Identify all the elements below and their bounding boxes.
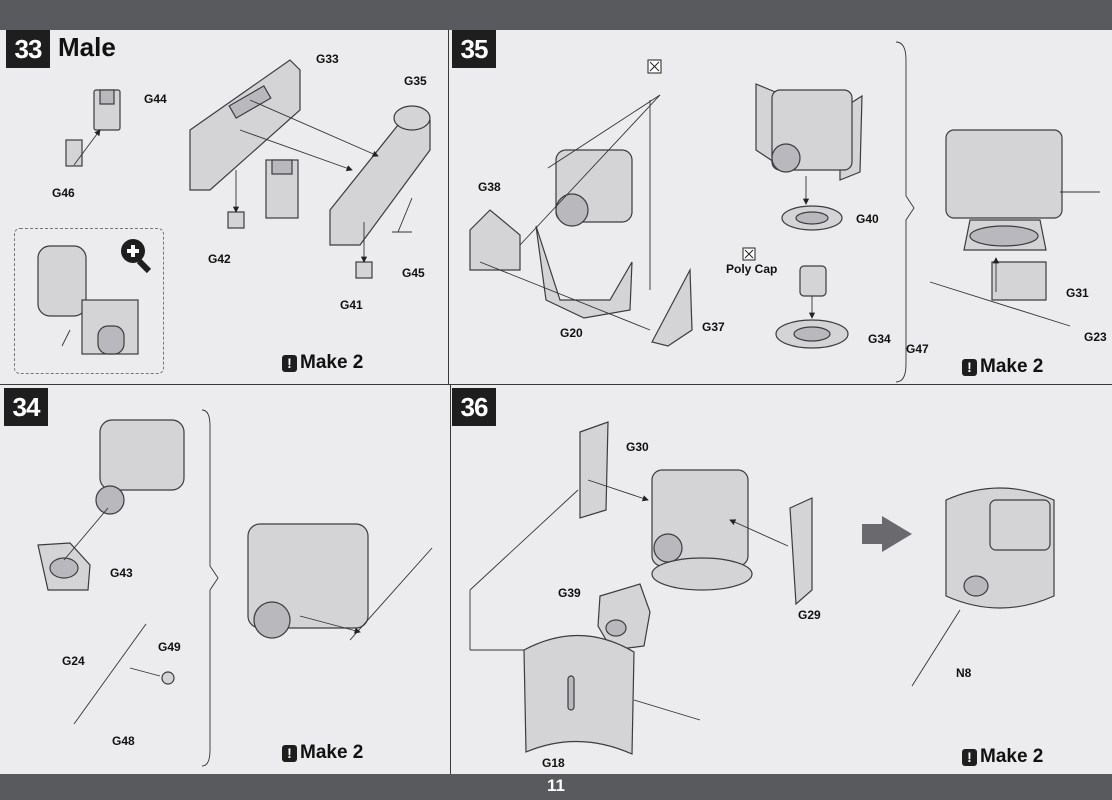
part-label-g40: G40 <box>856 212 879 226</box>
divider-horizontal <box>0 384 1112 385</box>
divider-vertical-top <box>448 30 449 384</box>
part-label-g49: G49 <box>158 640 181 654</box>
part-label-g29: G29 <box>798 608 821 622</box>
part-label-g44: G44 <box>144 92 167 106</box>
part-label-g48: G48 <box>112 734 135 748</box>
make-2-note-33: ! Make 2 <box>282 352 363 374</box>
part-label-n8: N8 <box>956 666 972 680</box>
part-label-g42: G42 <box>208 252 231 266</box>
magnify-plus-icon <box>121 239 152 274</box>
part-label-g41: G41 <box>340 298 363 312</box>
step-badge-35: 35 <box>452 30 496 68</box>
part-label-g24: G24 <box>62 654 85 668</box>
step-badge-33: 33 <box>6 30 50 68</box>
part-label-g31: G31 <box>1066 286 1089 300</box>
step-36-art <box>469 421 1055 755</box>
step-badge-36: 36 <box>452 388 496 426</box>
step-35-art <box>469 59 1100 349</box>
divider-vertical-bottom <box>450 384 451 774</box>
part-label-g43: G43 <box>110 566 133 580</box>
step-33-art <box>65 59 431 279</box>
top-bar <box>0 0 1112 30</box>
part-label-g39: G39 <box>558 586 581 600</box>
part-label-g35: G35 <box>404 74 427 88</box>
part-label-g45: G45 <box>402 266 425 280</box>
step-34-art <box>37 419 433 725</box>
make-2-note-36: ! Make 2 <box>962 746 1043 768</box>
exclamation-icon: ! <box>962 748 977 766</box>
part-label-g23: G23 <box>1084 330 1107 344</box>
bottom-bar <box>0 774 1112 800</box>
zoom-inset <box>14 228 164 374</box>
poly-cap-label: Poly Cap <box>726 262 778 276</box>
part-label-g38: G38 <box>478 180 501 194</box>
part-label-g46: G46 <box>52 186 75 200</box>
make-2-note-34: ! Make 2 <box>282 742 363 764</box>
part-label-g47: G47 <box>906 342 929 356</box>
step-badge-34: 34 <box>4 388 48 426</box>
part-label-g33: G33 <box>316 52 339 66</box>
part-label-g34: G34 <box>868 332 891 346</box>
exclamation-icon: ! <box>282 354 297 372</box>
exclamation-icon: ! <box>282 744 297 762</box>
make-2-note-35: ! Make 2 <box>962 356 1043 378</box>
page-number: 11 <box>547 776 565 795</box>
zoom-inset-art <box>37 245 139 355</box>
part-label-g20: G20 <box>560 326 583 340</box>
part-label-g30: G30 <box>626 440 649 454</box>
part-label-g37: G37 <box>702 320 725 334</box>
step-title-33: Male <box>58 32 116 62</box>
part-label-g18: G18 <box>542 756 565 770</box>
exclamation-icon: ! <box>962 358 977 376</box>
